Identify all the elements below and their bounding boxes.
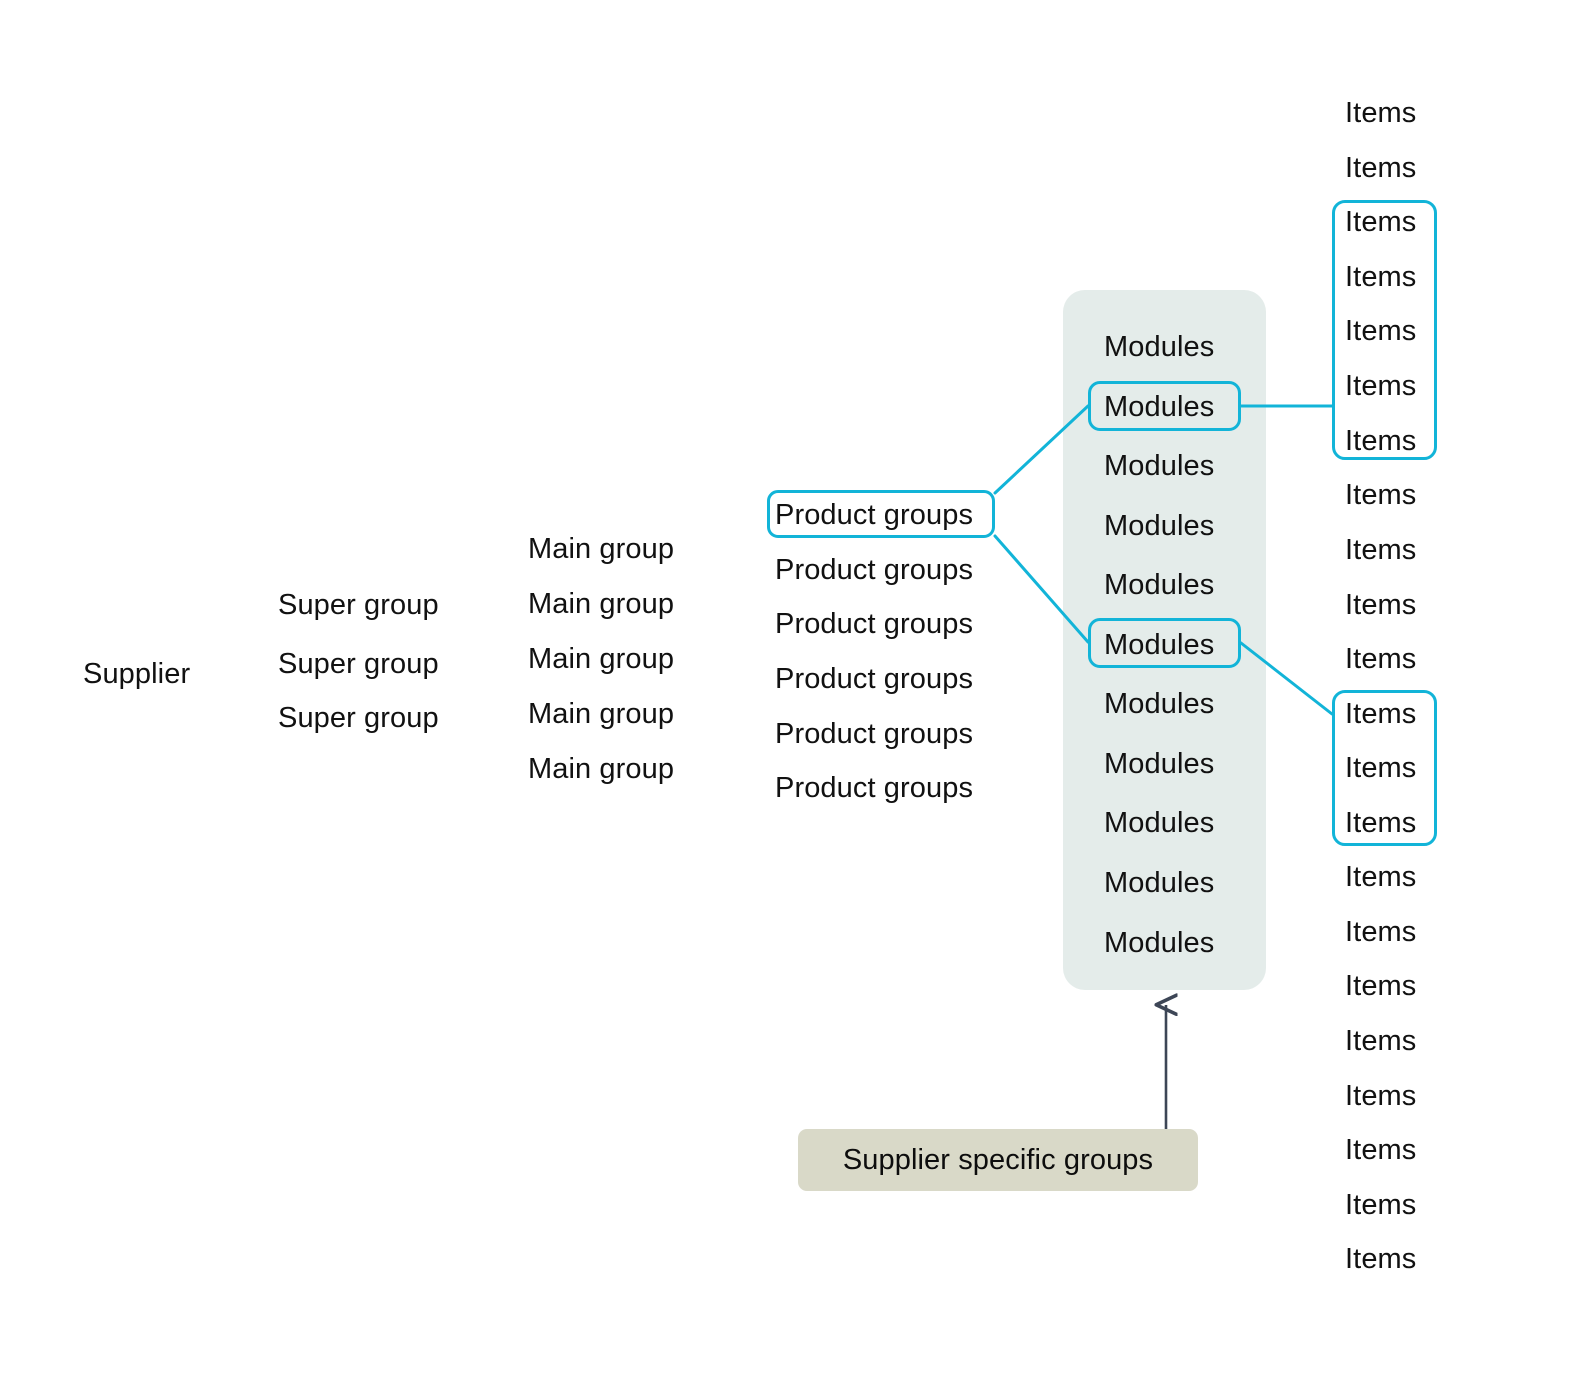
highlight-group-items-1[interactable] <box>1332 200 1437 460</box>
node-item-16[interactable]: Items <box>1345 916 1417 948</box>
node-item-5[interactable]: Items <box>1345 315 1417 347</box>
node-module-8[interactable]: Modules <box>1104 748 1215 780</box>
node-super-group-1[interactable]: Super group <box>278 589 439 621</box>
node-item-2[interactable]: Items <box>1345 152 1417 184</box>
node-supplier[interactable]: Supplier <box>83 658 191 690</box>
node-item-13[interactable]: Items <box>1345 752 1417 784</box>
node-item-15[interactable]: Items <box>1345 861 1417 893</box>
node-product-group-2[interactable]: Product groups <box>775 554 974 586</box>
node-main-group-1[interactable]: Main group <box>528 533 675 565</box>
node-item-9[interactable]: Items <box>1345 534 1417 566</box>
supplier-specific-groups-callout[interactable]: Supplier specific groups <box>798 1129 1198 1191</box>
node-module-4[interactable]: Modules <box>1104 510 1215 542</box>
node-item-7[interactable]: Items <box>1345 425 1417 457</box>
supplier-specific-groups-label: Supplier specific groups <box>842 1143 1154 1176</box>
node-item-12[interactable]: Items <box>1345 698 1417 730</box>
node-module-9[interactable]: Modules <box>1104 807 1215 839</box>
node-product-group-3[interactable]: Product groups <box>775 608 974 640</box>
node-product-group-6[interactable]: Product groups <box>775 772 974 804</box>
node-item-20[interactable]: Items <box>1345 1134 1417 1166</box>
node-product-group-4[interactable]: Product groups <box>775 663 974 695</box>
node-module-7[interactable]: Modules <box>1104 688 1215 720</box>
node-module-10[interactable]: Modules <box>1104 867 1215 899</box>
node-module-6[interactable]: Modules <box>1104 629 1215 661</box>
node-module-5[interactable]: Modules <box>1104 569 1215 601</box>
highlight-box-module-6[interactable] <box>1088 618 1241 668</box>
highlight-box-module-2[interactable] <box>1088 381 1241 431</box>
node-item-6[interactable]: Items <box>1345 370 1417 402</box>
node-item-11[interactable]: Items <box>1345 643 1417 675</box>
modules-panel-background <box>1063 290 1266 990</box>
node-module-3[interactable]: Modules <box>1104 450 1215 482</box>
node-product-group-5[interactable]: Product groups <box>775 718 974 750</box>
highlight-box-product-group-1[interactable] <box>767 490 995 538</box>
node-super-group-2[interactable]: Super group <box>278 648 439 680</box>
node-module-2[interactable]: Modules <box>1104 391 1215 423</box>
node-item-3[interactable]: Items <box>1345 206 1417 238</box>
node-item-19[interactable]: Items <box>1345 1080 1417 1112</box>
node-main-group-4[interactable]: Main group <box>528 698 675 730</box>
node-item-22[interactable]: Items <box>1345 1243 1417 1275</box>
node-main-group-5[interactable]: Main group <box>528 753 675 785</box>
node-module-1[interactable]: Modules <box>1104 331 1215 363</box>
node-item-8[interactable]: Items <box>1345 479 1417 511</box>
node-main-group-3[interactable]: Main group <box>528 643 675 675</box>
highlight-group-items-2[interactable] <box>1332 690 1437 846</box>
node-main-group-2[interactable]: Main group <box>528 588 675 620</box>
node-item-14[interactable]: Items <box>1345 807 1417 839</box>
node-item-18[interactable]: Items <box>1345 1025 1417 1057</box>
node-item-10[interactable]: Items <box>1345 589 1417 621</box>
node-module-11[interactable]: Modules <box>1104 927 1215 959</box>
node-item-21[interactable]: Items <box>1345 1189 1417 1221</box>
node-item-17[interactable]: Items <box>1345 970 1417 1002</box>
node-item-4[interactable]: Items <box>1345 261 1417 293</box>
node-item-1[interactable]: Items <box>1345 97 1417 129</box>
node-super-group-3[interactable]: Super group <box>278 702 439 734</box>
node-product-group-1[interactable]: Product groups <box>775 499 974 531</box>
